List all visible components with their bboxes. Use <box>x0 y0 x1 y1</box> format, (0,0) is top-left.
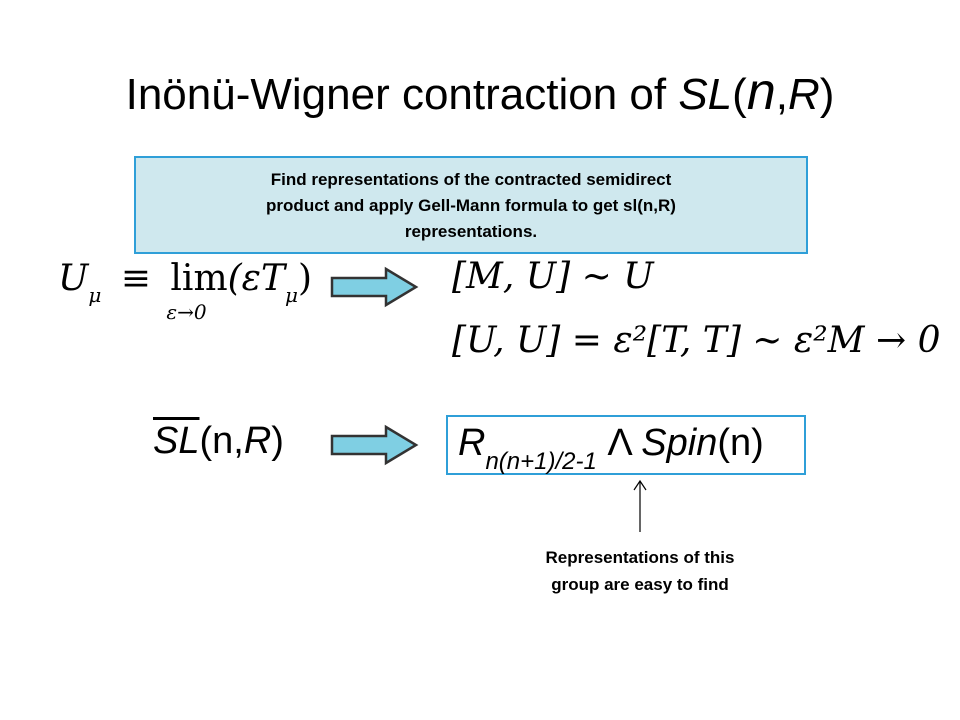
note-line-2: group are easy to find <box>551 575 729 594</box>
callout-line-1: Find representations of the contracted s… <box>270 170 672 189</box>
title-group: SL <box>678 70 733 119</box>
annotation-note: Representations of this group are easy t… <box>480 544 800 598</box>
callout-box: Find representations of the contracted s… <box>134 156 808 254</box>
title-comma: , <box>775 70 788 119</box>
definition-equation: Uμ ≡ lim ε→0 (εTμ) <box>58 258 313 324</box>
callout-line-3: representations. <box>404 222 538 241</box>
implies-arrow-icon <box>330 266 419 308</box>
group-sl-args: (n, <box>199 420 244 462</box>
def-lhs-sub: μ <box>88 283 102 307</box>
note-line-1: Representations of this <box>545 548 735 567</box>
def-lhs: U <box>58 258 89 299</box>
translation-dim: n(n+1)/2-1 <box>485 448 597 475</box>
title-n: n <box>746 63 776 121</box>
title-text: Inönü-Wigner contraction of <box>125 70 679 119</box>
equiv-symbol: ≡ <box>120 258 151 299</box>
lim-operator: lim <box>170 258 228 299</box>
spin-group: Spin <box>641 422 718 464</box>
lim-subscript: ε→0 <box>166 300 207 324</box>
title-paren-close: ) <box>819 70 835 119</box>
group-sl-close: ) <box>271 420 284 462</box>
title-R: R <box>787 70 820 119</box>
spin-arg: (n) <box>717 422 764 464</box>
def-rhs-close: ) <box>297 258 313 299</box>
callout-line-2: product and apply Gell-Mann formula to g… <box>266 196 676 215</box>
pointer-arrow-icon <box>633 479 647 532</box>
group-sl-name: SL <box>153 420 200 462</box>
group-sl-R: R <box>243 420 272 462</box>
semidirect-product-box: Rn(n+1)/2-1 Λ Spin(n) <box>446 415 806 475</box>
commutator-2: [U, U] = ε²[T, T] ~ ε²M → 0 <box>452 320 941 361</box>
title-paren-open: ( <box>732 70 747 119</box>
group-sl: SL(n,R) <box>153 420 284 463</box>
def-rhs: (εT <box>227 258 285 299</box>
translation-group: R <box>458 422 486 464</box>
def-rhs-sub: μ <box>284 283 298 307</box>
slide-title: Inönü-Wigner contraction of SL(n,R) <box>0 62 960 122</box>
commutator-1: [M, U] ~ U <box>452 256 654 297</box>
contraction-arrow-icon <box>330 424 419 466</box>
semidirect-symbol: Λ <box>596 422 642 464</box>
